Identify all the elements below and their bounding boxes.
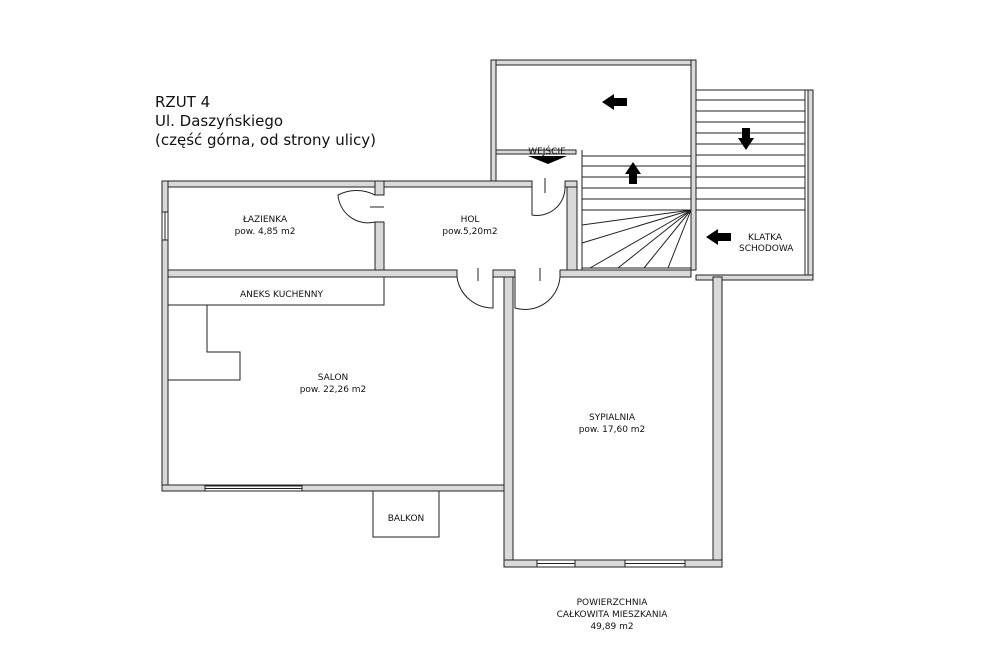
arrow-up-icon: [625, 162, 641, 184]
entrance-arrow-icon: [528, 156, 567, 164]
windows: [161, 211, 686, 568]
klatka-line1: KLATKA: [748, 233, 783, 243]
balkon-name: BALKON: [388, 514, 425, 524]
hol-area: pow.5,20m2: [442, 227, 497, 237]
summary-line3: 49,89 m2: [590, 622, 633, 632]
arrow-left-icon: [602, 94, 627, 110]
lazienka-area: pow. 4,85 m2: [235, 227, 296, 237]
plan-title: RZUT 4: [155, 93, 211, 111]
summary-line1: POWIERZCHNIA: [577, 598, 649, 608]
plan-subtitle: (część górna, od strony ulicy): [155, 131, 377, 149]
arrow-left-icon-2: [706, 229, 731, 245]
hol-name: HOL: [461, 215, 480, 225]
doors: [337, 178, 566, 310]
summary-line2: CAŁKOWITA MIESZKANIA: [557, 610, 669, 620]
stairs-right-flight: [696, 89, 808, 275]
balcony-outline: [372, 490, 440, 538]
arrow-down-icon: [738, 128, 754, 150]
wejscie-label: WEJŚCIE: [528, 145, 566, 157]
salon-name: SALON: [318, 373, 349, 383]
stairs-left-flight: [581, 150, 692, 270]
plan-street: Ul. Daszyńskiego: [155, 112, 284, 130]
stair-arrows: [528, 94, 754, 245]
klatka-line2: SCHODOWA: [739, 244, 794, 254]
apartment-walls: [161, 180, 723, 568]
stair-enclosure-walls: [490, 59, 814, 281]
sypialnia-area: pow. 17,60 m2: [579, 425, 646, 435]
lazienka-name: ŁAZIENKA: [242, 215, 288, 225]
salon-area: pow. 22,26 m2: [300, 385, 367, 395]
kitchen-counter: [168, 277, 385, 381]
aneks-name: ANEKS KUCHENNY: [240, 290, 324, 300]
sypialnia-name: SYPIALNIA: [589, 413, 636, 423]
